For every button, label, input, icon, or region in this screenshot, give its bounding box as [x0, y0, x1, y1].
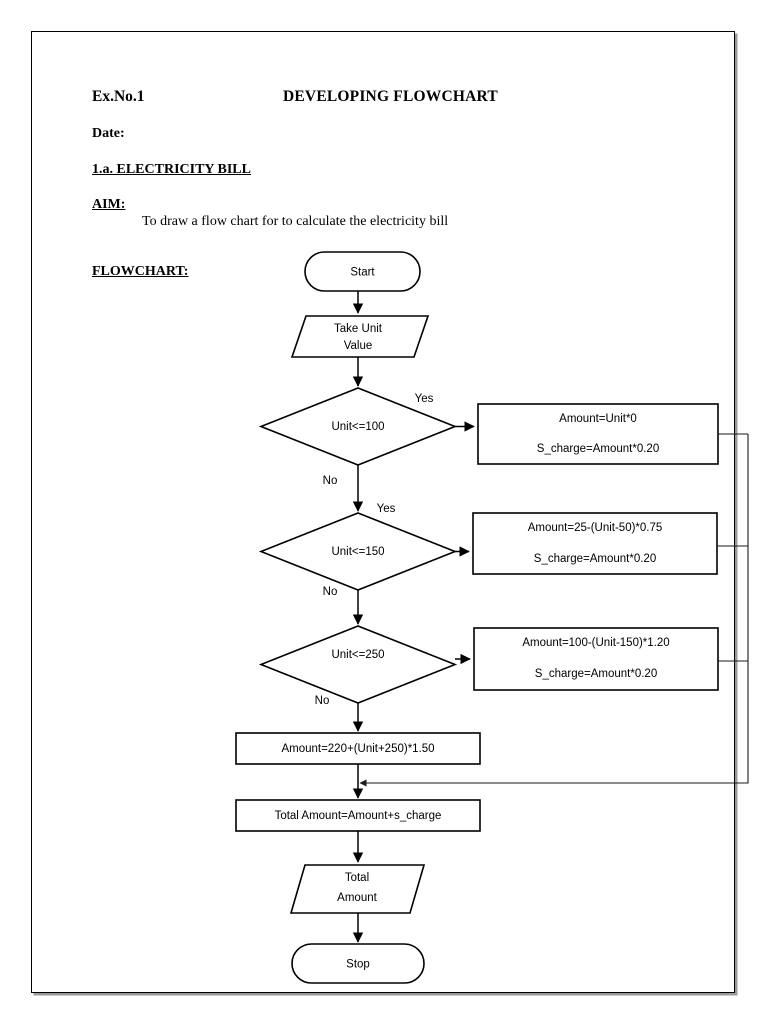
flowchart-heading: FLOWCHART:: [92, 264, 189, 279]
section-heading: 1.a. ELECTRICITY BILL: [92, 162, 251, 177]
aim-body-text: To draw a flow chart for to calculate th…: [142, 214, 449, 229]
node-process-amount-unit-0[interactable]: Amount=Unit*0 S_charge=Amount*0.20: [477, 403, 719, 465]
node-total-amount[interactable]: Total Amount=Amount+s_charge: [235, 799, 481, 832]
exercise-number: Ex.No.1: [92, 88, 145, 105]
node-take-unit-value[interactable]: Take Unit Value: [290, 315, 430, 358]
date-label: Date:: [92, 126, 125, 141]
page-title: DEVELOPING FLOWCHART: [283, 88, 498, 105]
aim-heading: AIM:: [92, 197, 126, 212]
node-output-total-amount[interactable]: Total Amount: [289, 864, 426, 914]
node-start[interactable]: Start: [304, 251, 421, 292]
node-process-amount-220[interactable]: Amount=220+(Unit+250)*1.50: [235, 732, 481, 765]
node-stop[interactable]: Stop: [291, 943, 425, 984]
node-process-amount-100[interactable]: Amount=100-(Unit-150)*1.20 S_charge=Amou…: [473, 627, 719, 691]
node-process-amount-25[interactable]: Amount=25-(Unit-50)*0.75 S_charge=Amount…: [472, 512, 718, 575]
